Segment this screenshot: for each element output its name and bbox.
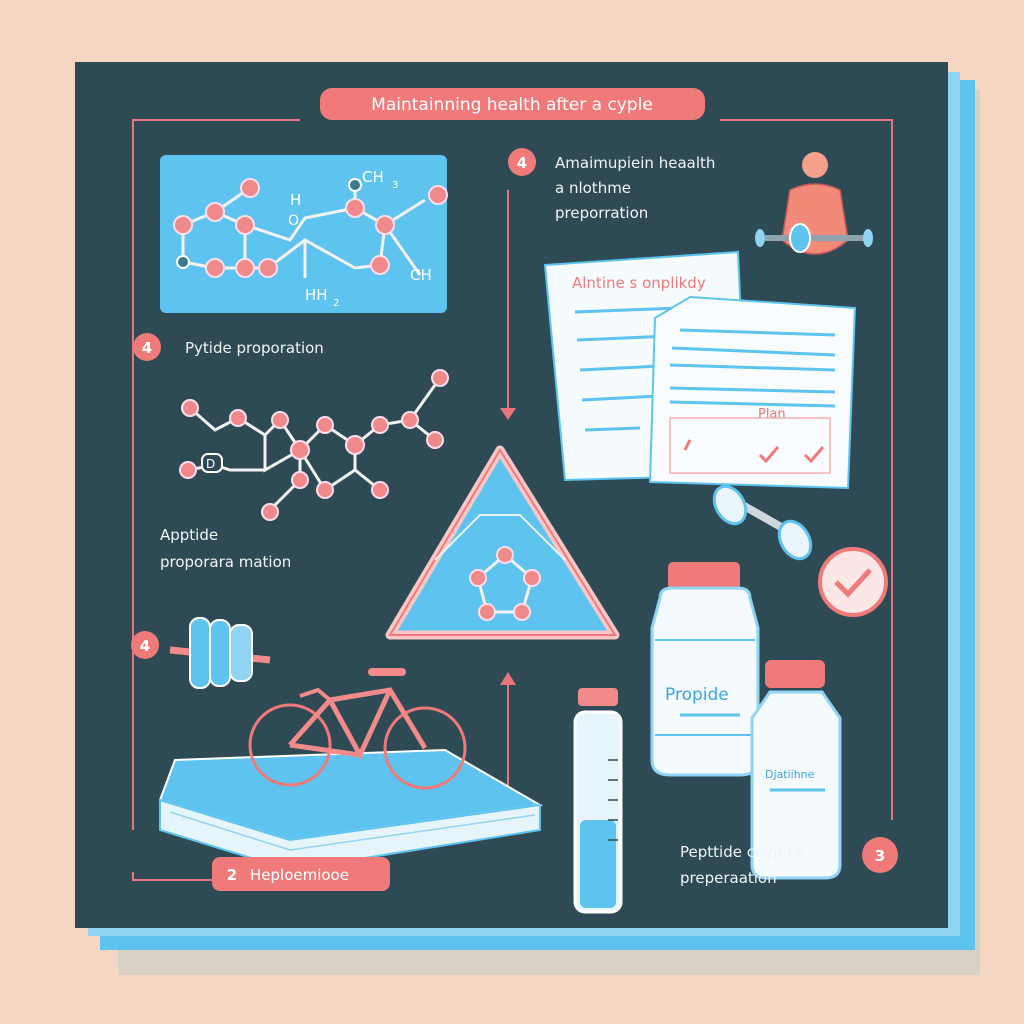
bottle-small-label: Djatiihne xyxy=(765,768,815,781)
vial-icon xyxy=(573,688,623,914)
step-label: Pytide proporation xyxy=(185,339,324,357)
bottle-small-icon: Djatiihne xyxy=(750,660,842,880)
atom-label-ch: CH xyxy=(410,266,432,284)
step-number: 4 xyxy=(140,637,150,655)
frame-line-right xyxy=(720,119,893,820)
book-icon xyxy=(158,748,544,872)
molecule-diagram-box: H O CH 3 CH HH 2 xyxy=(160,155,448,313)
step-number: 4 xyxy=(142,339,152,357)
step-label-line2: a nlothme xyxy=(555,179,631,197)
document-title: Alntine s onplikdy xyxy=(572,274,706,292)
bottle-large-label: Propide xyxy=(665,685,729,705)
frame-line-bottom xyxy=(132,872,215,881)
step-label-line2: proporara mation xyxy=(160,553,291,571)
step-number: 3 xyxy=(875,847,885,865)
triangle-icon xyxy=(385,445,620,640)
step-bottom-left-badge: 2 Heploemiooe xyxy=(212,857,390,891)
plan-label: Plan xyxy=(758,407,786,422)
step-label: Heploemiooe xyxy=(250,866,349,884)
atom-label-nh2: HH xyxy=(305,286,328,304)
step-left-lower: 4 xyxy=(131,631,159,659)
dumbbell-icon xyxy=(712,484,813,561)
step-peptide-preparation: 4 Pytide proporation xyxy=(133,333,324,361)
frame-line-left xyxy=(132,119,300,830)
atom-label-d: D xyxy=(206,457,215,471)
weight-plate-icon xyxy=(169,617,271,689)
step-label-line2: preperaation xyxy=(680,869,777,887)
check-circle-icon xyxy=(818,547,888,617)
bottle-large-icon: Propide xyxy=(650,562,760,777)
step-peptide-cycle-preparation: Pepttide coypice preperaation 3 xyxy=(680,837,898,887)
page-title: Maintainning health after a cyple xyxy=(371,95,653,115)
step-label-line1: Amaimupiein heaalth xyxy=(555,154,715,172)
atom-label-ch3: CH xyxy=(362,168,384,186)
step-label-line1: Pepttide coypice xyxy=(680,843,804,861)
step-label-line1: Apptide xyxy=(160,526,218,544)
step-number: 2 xyxy=(227,866,237,884)
atom-label-nh2-sub: 2 xyxy=(333,298,339,309)
atom-label-ch3-sub: 3 xyxy=(392,180,398,191)
step-apeptide-preparation: Apptide proporara mation xyxy=(160,526,291,571)
step-number: 4 xyxy=(517,154,527,172)
molecule-icon xyxy=(173,178,448,278)
atom-label-o: O xyxy=(288,213,299,229)
title-banner: Maintainning health after a cyple xyxy=(320,88,705,120)
document-front-plan: Plan xyxy=(648,295,857,490)
step-maintaining-health: 4 Amaimupiein heaalth a nlothme preporra… xyxy=(508,148,715,222)
bodybuilder-icon xyxy=(755,152,873,255)
step-label-line3: preporration xyxy=(555,204,648,222)
bicycle-icon xyxy=(248,668,467,790)
molecule-chain-icon: D xyxy=(179,369,449,521)
atom-label-h: H xyxy=(290,191,301,209)
